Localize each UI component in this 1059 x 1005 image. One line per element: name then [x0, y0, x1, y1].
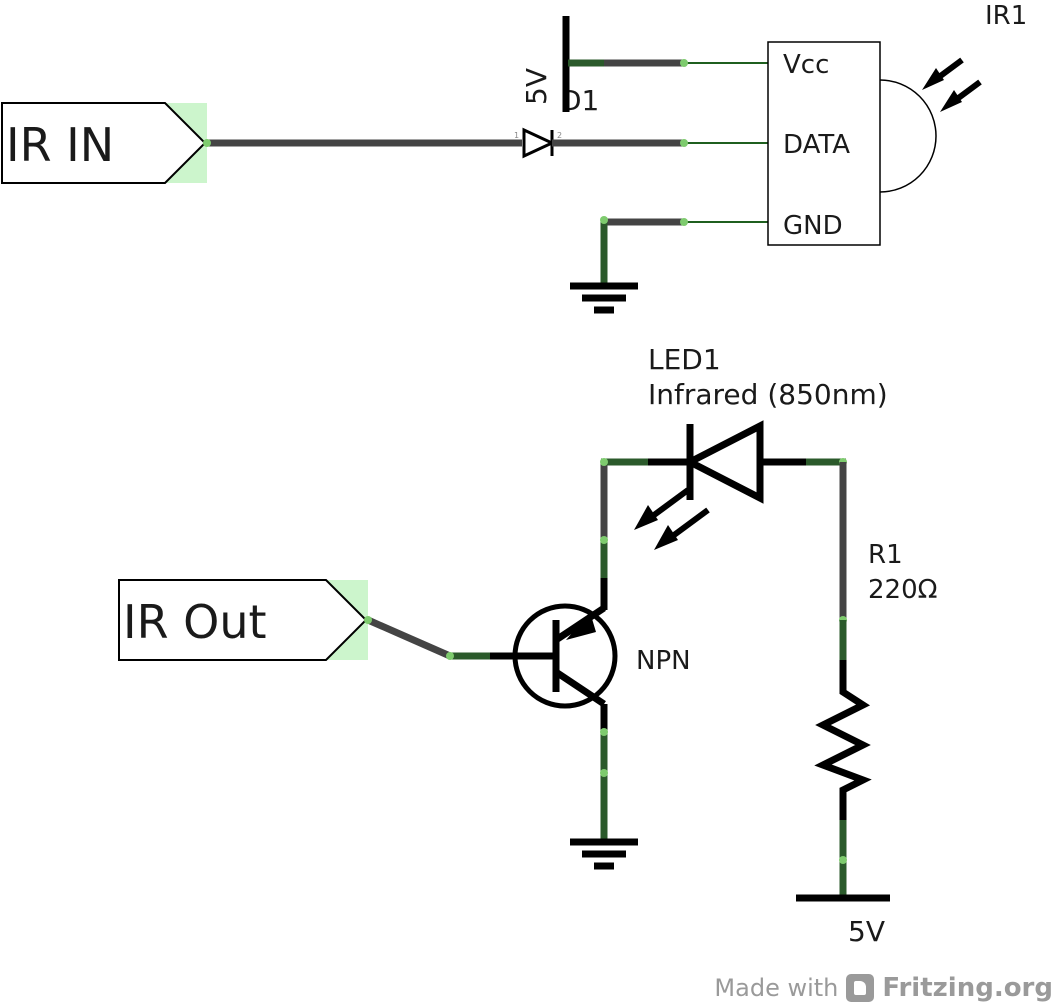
supply-5v-bottom-label: 5V — [848, 915, 885, 948]
pin-label-gnd: GND — [783, 211, 843, 241]
led-ref-label: LED1 — [648, 343, 721, 376]
diode-triangle — [522, 127, 556, 159]
connector-dot — [446, 652, 454, 660]
pin-label-data: DATA — [783, 130, 850, 160]
supply-5v-top[interactable]: 5V — [520, 16, 570, 112]
connector-dot — [203, 139, 211, 147]
connector-dot — [600, 536, 608, 544]
connector-dot — [680, 59, 688, 67]
fritzing-brand-text: Fritzing.org — [882, 973, 1053, 1003]
ir-receiver-ir1[interactable]: Vcc DATA GND IR1 — [767, 1, 1027, 246]
transistor-emitter-line — [554, 669, 606, 707]
connector-dot — [600, 458, 608, 466]
diode-pin2-label: 2 — [557, 131, 562, 140]
ir-in-port-outline — [1, 102, 207, 184]
ir-out-port-outline — [118, 579, 368, 661]
supply-5v-top-label: 5V — [520, 68, 553, 105]
diode-pin1-label: 1 — [514, 131, 519, 140]
pin-label-vcc: Vcc — [783, 50, 829, 80]
resistor-zigzag — [814, 660, 872, 820]
emitted-light-arrow-icon — [634, 487, 710, 550]
wire-irout-diagonal[interactable] — [366, 616, 452, 660]
transistor-body — [512, 603, 618, 709]
connector-dot — [364, 616, 372, 624]
connector-dot — [600, 216, 608, 224]
transistor-type-label: NPN — [636, 646, 691, 676]
ir-out-port-label: IR Out — [123, 595, 267, 649]
resistor-r1[interactable]: R1 220Ω — [814, 540, 938, 820]
connector-dot — [680, 218, 688, 226]
led-value-label: Infrared (850nm) — [648, 378, 888, 411]
connector-dot — [600, 769, 608, 777]
made-with-text: Made with — [714, 974, 839, 1002]
ground-symbol-bottom — [570, 838, 638, 870]
fritzing-logo-icon — [846, 974, 875, 1002]
resistor-value-label: 220Ω — [868, 575, 938, 605]
incoming-light-arrow-icon — [922, 57, 982, 112]
ir-in-port-label: IR IN — [6, 118, 114, 172]
resistor-ref-label: R1 — [868, 540, 903, 570]
connector-dot — [680, 139, 688, 147]
ir-in-port[interactable]: IR IN — [1, 102, 207, 184]
fritzing-credit: Made with Fritzing.org — [714, 973, 1053, 1003]
ir-receiver-ref-label: IR1 — [985, 1, 1027, 31]
connector-dot — [600, 728, 608, 736]
led-triangle — [682, 420, 764, 504]
ir-receiver-dome — [879, 79, 937, 193]
led-led1[interactable]: LED1 Infrared (850nm) — [634, 343, 888, 550]
ground-symbol-top — [570, 282, 638, 314]
npn-transistor[interactable]: NPN — [512, 603, 691, 709]
ir-receiver-body — [767, 41, 881, 246]
transistor-arrow — [566, 612, 596, 640]
supply-5v-bottom[interactable]: 5V — [796, 894, 890, 948]
ir-out-port[interactable]: IR Out — [118, 579, 368, 661]
connector-dot — [839, 856, 847, 864]
